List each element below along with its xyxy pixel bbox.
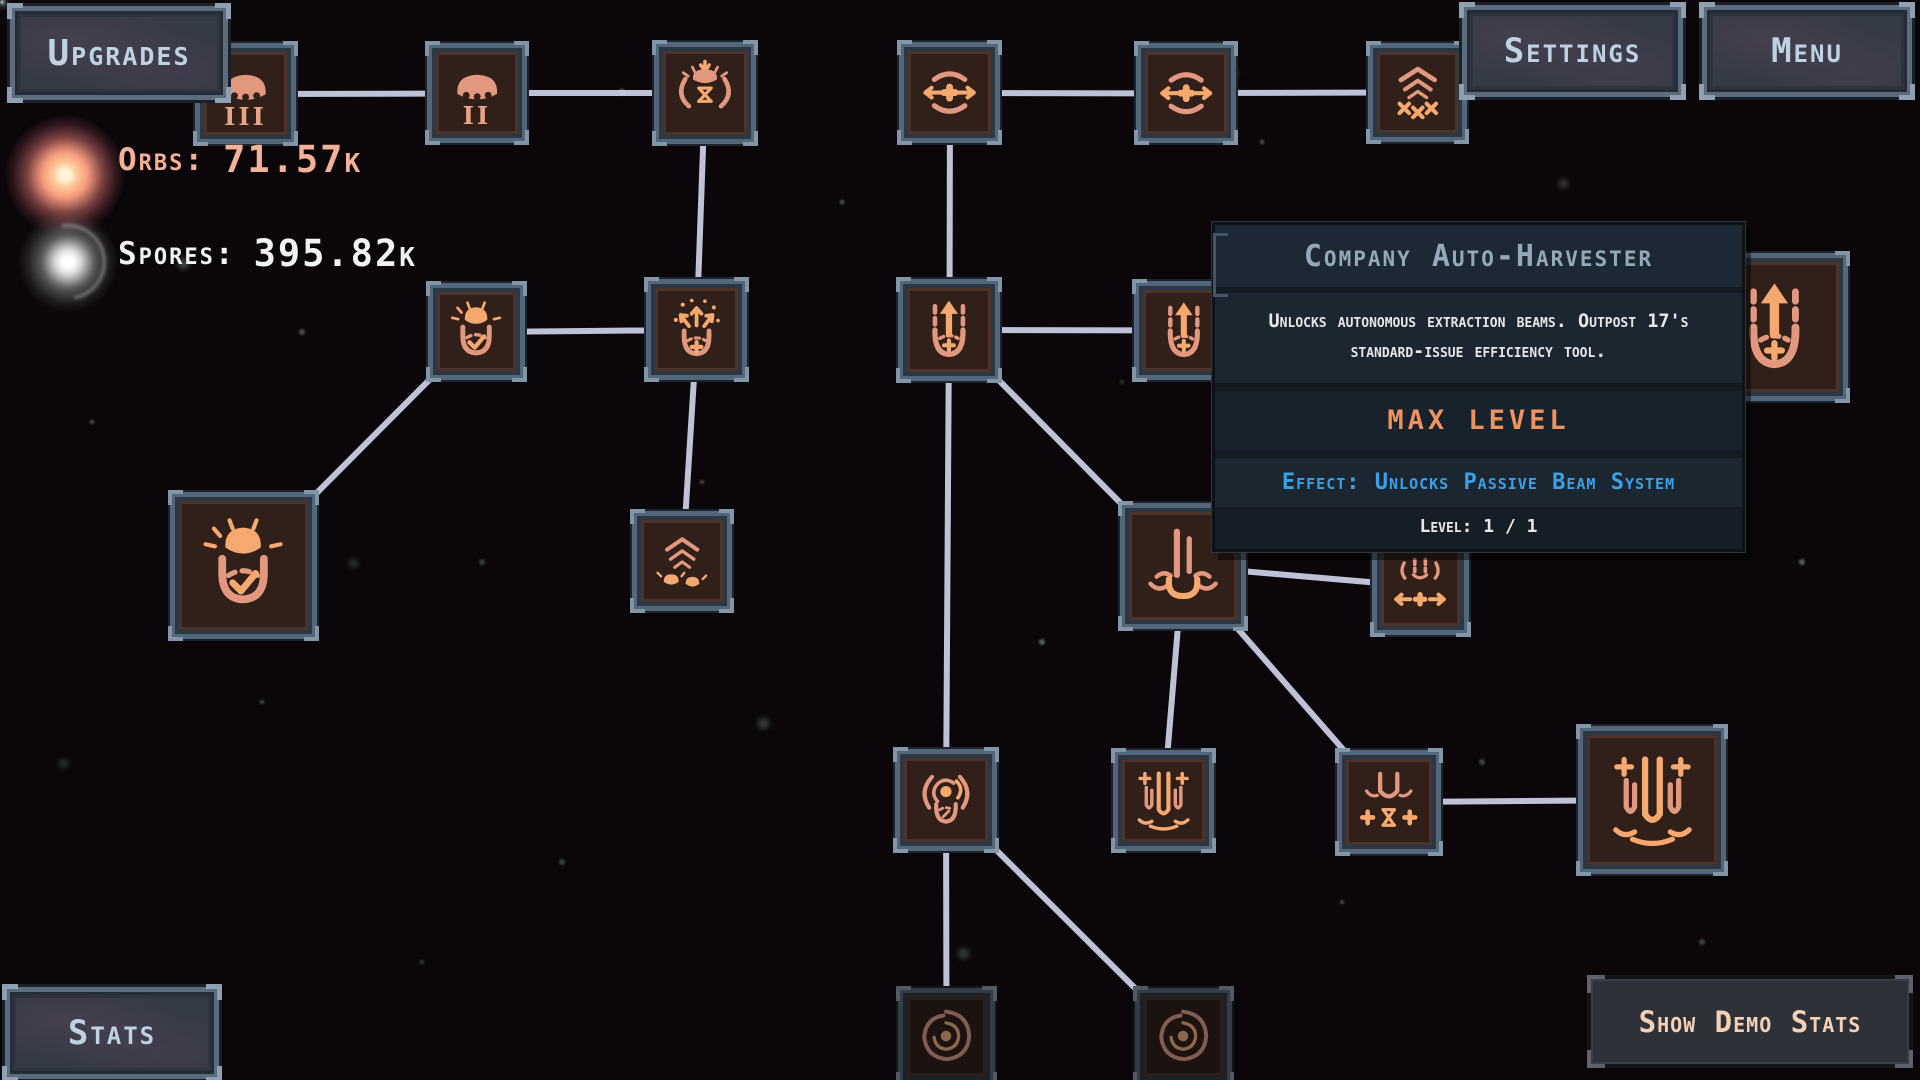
orb-arrows-icon: [1160, 71, 1212, 115]
settings-button[interactable]: Settings: [1459, 2, 1686, 100]
tooltip-level: Level: 1 / 1: [1215, 507, 1742, 549]
upgrade-node-harvest-cycle[interactable]: [652, 40, 758, 146]
node-tier-label: II: [462, 100, 492, 130]
upgrade-node-pool-arrows[interactable]: [1370, 536, 1471, 637]
orb-arrows-icon: [923, 71, 976, 114]
upgrade-node-vortex-1[interactable]: [896, 986, 997, 1080]
upgrade-node-spiral-beacon[interactable]: [893, 747, 999, 853]
tooltip-description: Unlocks autonomous extraction beams. Out…: [1215, 293, 1742, 391]
pool-arrows-icon: [1394, 558, 1447, 607]
stats-button[interactable]: Stats: [2, 984, 222, 1080]
upgrade-node-mushroom-2[interactable]: II: [425, 41, 529, 145]
upgrade-node-orb-exchange-2[interactable]: [1134, 41, 1238, 145]
triple-beam-icon: [1137, 771, 1190, 831]
arrows-spread-icon: [673, 298, 720, 357]
vortex-icon: [1159, 1010, 1209, 1062]
tooltip-effect: Effect: Unlocks Passive Beam System: [1215, 458, 1742, 507]
show-demo-stats-label: Show Demo Stats: [1638, 1004, 1862, 1039]
spores-value: 395.82k: [253, 232, 417, 275]
show-demo-stats-button[interactable]: Show Demo Stats: [1587, 975, 1913, 1068]
pod-up-arrow-icon: [1167, 302, 1200, 357]
menu-button-label: Menu: [1771, 31, 1843, 71]
upgrade-node-mega-mushroom[interactable]: [168, 490, 319, 641]
settings-button-label: Settings: [1503, 31, 1642, 71]
beam-hourglass-icon: [1360, 771, 1418, 828]
chevrons-x-icon: [1397, 66, 1438, 119]
tree-edge-mushroom-2--harvest-cycle: [477, 90, 705, 96]
orbs-value: 71.57k: [223, 138, 363, 181]
spores-icon: [18, 212, 118, 312]
upgrade-node-beam-timer[interactable]: [1335, 748, 1443, 856]
upgrade-node-spore-chevrons[interactable]: [630, 509, 734, 613]
mushroom-icon: [457, 74, 497, 100]
tooltip-max-level-status: MAX LEVEL: [1215, 391, 1742, 458]
vortex-icon: [922, 1010, 972, 1062]
mushroom-check-icon: [451, 301, 502, 356]
mushroom-hourglass-icon: [679, 59, 731, 109]
pod-spiral-icon: [922, 774, 970, 824]
tooltip-title: Company Auto-Harvester: [1215, 225, 1742, 293]
spores-counter: Spores: 395.82k: [118, 232, 417, 275]
spores-label: Spores:: [118, 235, 236, 272]
mushroom-icon: [225, 74, 266, 101]
upgrade-node-mega-beam[interactable]: [1576, 724, 1728, 876]
chevron-mushrooms-icon: [656, 537, 708, 587]
upgrade-node-auto-beam-1[interactable]: [896, 277, 1002, 383]
orbs-label: Orbs:: [118, 141, 206, 178]
mushroom-check-icon: [203, 518, 284, 604]
node-tier-label: III: [224, 101, 267, 131]
pod-up-arrow-icon: [1749, 282, 1799, 368]
tree-edge-auto-beam-1--spiral-beacon: [943, 329, 952, 801]
pod-up-arrow-icon: [932, 300, 966, 358]
menu-button[interactable]: Menu: [1699, 2, 1915, 100]
upgrades-button-label: Upgrades: [47, 32, 191, 74]
triple-beam-icon: [1612, 755, 1692, 846]
orbs-counter: Orbs: 71.57k: [118, 138, 362, 181]
upgrade-node-spread-growth[interactable]: [644, 277, 749, 382]
upgrade-node-vortex-2[interactable]: [1133, 986, 1234, 1080]
upgrade-node-auto-collect[interactable]: [426, 281, 527, 382]
beam-pool-icon: [1148, 528, 1218, 600]
upgrade-node-orb-exchange-1[interactable]: [897, 40, 1002, 145]
upgrade-node-triple-beam[interactable]: [1111, 748, 1216, 853]
upgrades-button[interactable]: Upgrades: [7, 3, 231, 103]
stats-button-label: Stats: [67, 1013, 157, 1053]
upgrade-tooltip: Company Auto-Harvester Unlocks autonomou…: [1212, 222, 1745, 552]
upgrade-node-multi-strike[interactable]: [1366, 41, 1469, 144]
